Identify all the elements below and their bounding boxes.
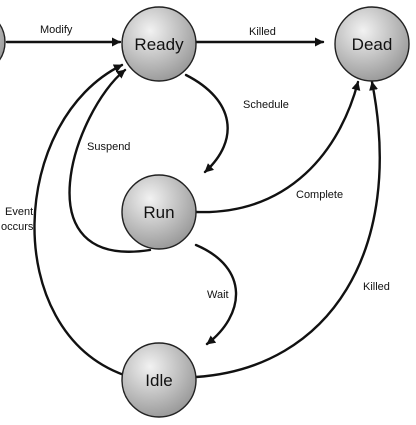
label-schedule: Schedule — [243, 99, 289, 111]
edge-killed-idle-dead — [194, 80, 381, 379]
edge-wait — [194, 243, 238, 346]
edge-complete — [194, 80, 361, 214]
node-ready-label: Ready — [134, 35, 184, 54]
node-idle-circle — [121, 342, 197, 418]
label-event-line1: Event — [5, 206, 33, 218]
node-ready-circle — [121, 6, 197, 82]
node-dead-label: Dead — [352, 35, 393, 54]
edge-suspend — [68, 68, 152, 253]
node-run: Run — [121, 174, 197, 250]
node-run-circle — [121, 174, 197, 250]
label-suspend: Suspend — [87, 141, 130, 153]
node-dead: Dead — [334, 6, 410, 82]
label-killed-top: Killed — [249, 26, 276, 38]
label-wait: Wait — [207, 289, 229, 301]
edge-schedule — [184, 73, 229, 174]
node-idle-label: Idle — [145, 371, 172, 390]
label-complete: Complete — [296, 189, 343, 201]
node-run-label: Run — [143, 203, 174, 222]
node-idle: Idle — [121, 342, 197, 418]
label-event-line2: occurs — [1, 221, 34, 233]
node-dead-circle — [334, 6, 410, 82]
label-modify: Modify — [40, 24, 73, 36]
offscreen-state-node — [0, 23, 6, 61]
edge-event-occurs — [33, 63, 126, 377]
node-ready: Ready — [121, 6, 197, 82]
label-killed-right: Killed — [363, 281, 390, 293]
